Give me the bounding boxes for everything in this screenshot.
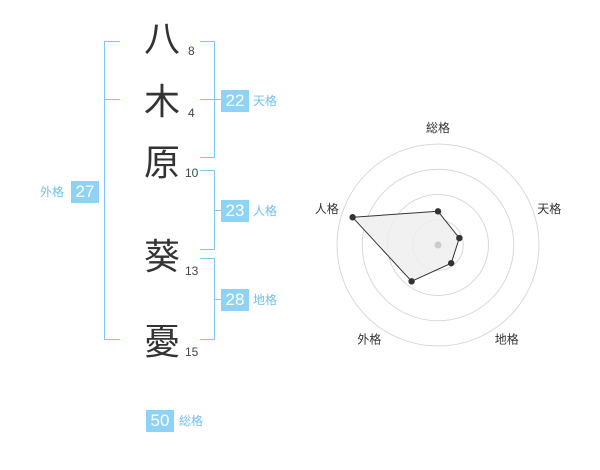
radar-point-5 — [349, 214, 356, 221]
radar-axis-label-1: 総格 — [426, 120, 450, 135]
stroke-count-3: 10 — [185, 166, 199, 180]
chikaku-bracket-tick — [215, 299, 221, 300]
chikaku-badge: 28 — [221, 289, 249, 311]
chikaku-bracket — [200, 258, 215, 340]
name-char-3: 原 — [143, 143, 180, 184]
gaikaku-badge: 27 — [71, 181, 99, 203]
jinkaku-bracket-tick — [215, 210, 221, 211]
radar-ring-3 — [361, 168, 515, 322]
radar-axis-label-5: 人格 — [315, 201, 339, 216]
gaikaku-label: 外格 — [40, 185, 65, 199]
radar-axis-label-4: 外格 — [357, 332, 381, 347]
radar-center-dot — [434, 241, 442, 249]
stroke-count-2: 4 — [188, 106, 195, 120]
radar-point-3 — [447, 259, 455, 267]
radar-data-points — [349, 208, 463, 285]
name-char-2: 木 — [143, 82, 180, 123]
jinkaku-bracket — [200, 170, 215, 250]
radar-data-polygon — [351, 210, 460, 282]
radar-axis-label-3: 地格 — [495, 332, 519, 347]
radar-point-2 — [456, 234, 463, 242]
stroke-count-4: 13 — [185, 264, 199, 278]
gaikaku-bracket-tick — [104, 99, 120, 100]
tenkaku-label: 天格 — [253, 94, 278, 108]
jinkaku-badge: 23 — [221, 200, 249, 222]
gaikaku-bracket — [104, 41, 120, 340]
soukaku-label: 総格 — [179, 414, 204, 428]
name-char-5: 憂 — [143, 322, 180, 363]
name-char-1: 八 — [143, 19, 180, 60]
chikaku-label: 地格 — [253, 293, 278, 307]
stroke-count-5: 15 — [185, 345, 199, 359]
jinkaku-label: 人格 — [253, 204, 278, 218]
stroke-count-1: 8 — [188, 44, 195, 58]
radar-point-1 — [434, 208, 442, 215]
radar-axis-label-2: 天格 — [537, 201, 561, 216]
tenkaku-bracket-tick — [200, 99, 221, 100]
tenkaku-badge: 22 — [221, 90, 249, 112]
radar-point-4 — [408, 278, 415, 285]
name-char-4: 葵 — [143, 237, 180, 278]
radar-ring-4 — [336, 143, 540, 347]
soukaku-badge: 50 — [146, 410, 174, 432]
